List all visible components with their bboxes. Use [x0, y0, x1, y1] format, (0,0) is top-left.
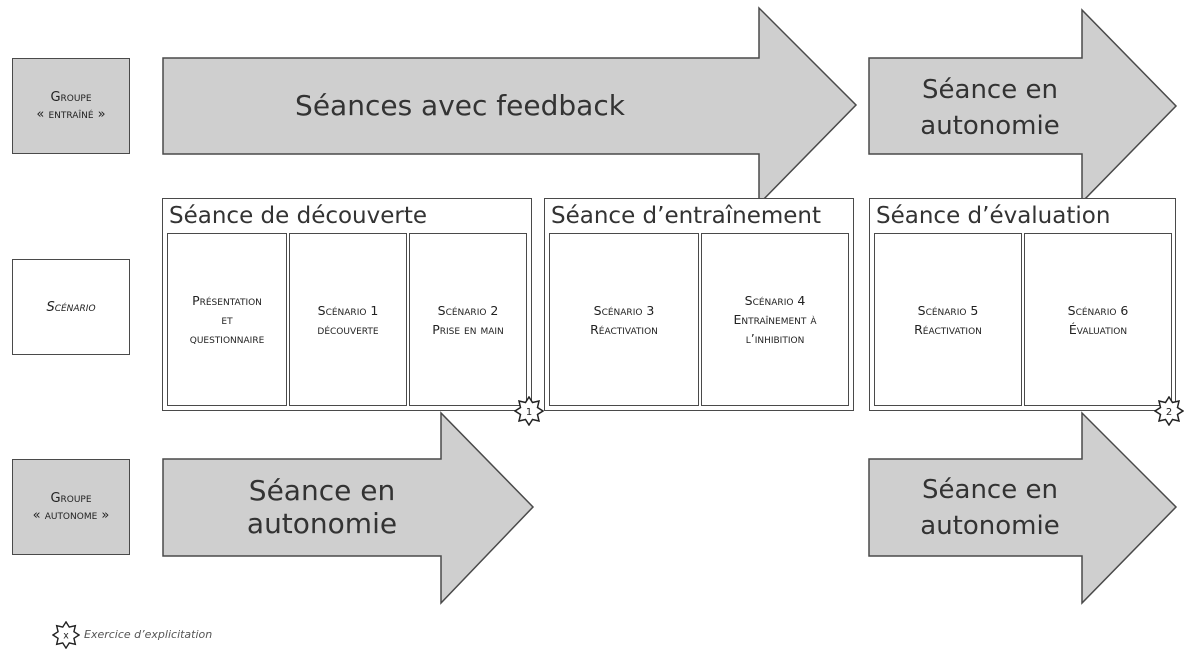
autonomy-top-line1: Séance en: [922, 75, 1058, 105]
cell-presentation: Présentation et questionnaire: [167, 233, 287, 406]
autonomous-group-label-line1: Groupe: [50, 491, 92, 506]
cell-scenario-4-line1: Scénario 4: [744, 293, 806, 308]
feedback-arrow-label: Séances avec feedback: [295, 88, 625, 122]
autonomy-arrow-bottom: [868, 411, 1178, 605]
feedback-arrow: [162, 6, 858, 206]
cell-scenario-2-line1: Scénario 2: [437, 302, 499, 318]
cell-scenario-2-line2: Prise en main: [432, 321, 504, 337]
cell-scenario-5-line2: Réactivation: [914, 321, 982, 337]
cell-scenario-6-line1: Scénario 6: [1067, 302, 1129, 318]
autonomy-mid-label: Séance en autonomie: [246, 474, 398, 540]
cell-scenario-5: Scénario 5 Réactivation: [874, 233, 1022, 406]
cell-scenario-3: Scénario 3 Réactivation: [549, 233, 699, 406]
trained-group-label-line2: « entraîné »: [36, 107, 106, 122]
cell-scenario-4-line3: l’inhibition: [745, 331, 805, 346]
cell-scenario-1-line1: Scénario 1: [317, 302, 379, 318]
legend-badge-icon: x: [52, 621, 80, 649]
cell-presentation-line2: et: [221, 312, 233, 327]
autonomy-bottom-line1: Séance en: [922, 475, 1058, 505]
trained-group-label-line1: Groupe: [50, 90, 92, 105]
cell-presentation-line3: questionnaire: [189, 331, 265, 346]
badge-exercise-2-number: 2: [1166, 407, 1172, 418]
feedback-arrow-text: Séances avec feedback: [170, 80, 750, 130]
cell-scenario-5-line1: Scénario 5: [917, 302, 979, 318]
autonomy-mid-arrow-text: Séance en autonomie: [172, 474, 472, 540]
row-label-scenario: Scénario: [12, 259, 130, 355]
legend-badge-label: x: [63, 631, 69, 642]
autonomy-top-arrow-text: Séance en autonomie: [875, 70, 1105, 146]
autonomy-bottom-line2: autonomie: [920, 511, 1060, 541]
autonomy-bottom-arrow-text: Séance en autonomie: [875, 470, 1105, 546]
row-label-trained-group: Groupe « entraîné »: [12, 58, 130, 154]
legend-text: Exercice d’explicitation: [84, 628, 213, 641]
cell-scenario-3-line2: Réactivation: [590, 321, 658, 337]
cell-scenario-4-line2: Entraînement à: [733, 312, 817, 327]
scenario-label: Scénario: [46, 299, 96, 315]
cell-scenario-3-line1: Scénario 3: [593, 302, 655, 318]
session-discovery-title: Séance de découverte: [169, 203, 428, 229]
session-evaluation-title: Séance d’évaluation: [876, 203, 1111, 229]
row-label-autonomous-group: Groupe « autonome »: [12, 459, 130, 555]
session-training-title: Séance d’entraînement: [551, 203, 822, 229]
cell-presentation-line1: Présentation: [192, 293, 262, 308]
badge-exercise-2: 2: [1154, 396, 1184, 426]
cell-scenario-6: Scénario 6 Évaluation: [1024, 233, 1172, 406]
cell-scenario-2: Scénario 2 Prise en main: [409, 233, 527, 406]
badge-exercise-1: 1: [514, 396, 544, 426]
badge-exercise-1-number: 1: [526, 407, 532, 418]
autonomy-top-line2: autonomie: [920, 111, 1060, 141]
cell-scenario-6-line2: Évaluation: [1068, 321, 1128, 337]
autonomous-group-label-line2: « autonome »: [32, 508, 110, 523]
cell-scenario-1-line2: découverte: [317, 321, 379, 337]
cell-scenario-4: Scénario 4 Entraînement à l’inhibition: [701, 233, 849, 406]
autonomy-arrow-mid: [162, 411, 535, 605]
cell-scenario-1: Scénario 1 découverte: [289, 233, 407, 406]
autonomy-arrow-top: [868, 8, 1178, 204]
